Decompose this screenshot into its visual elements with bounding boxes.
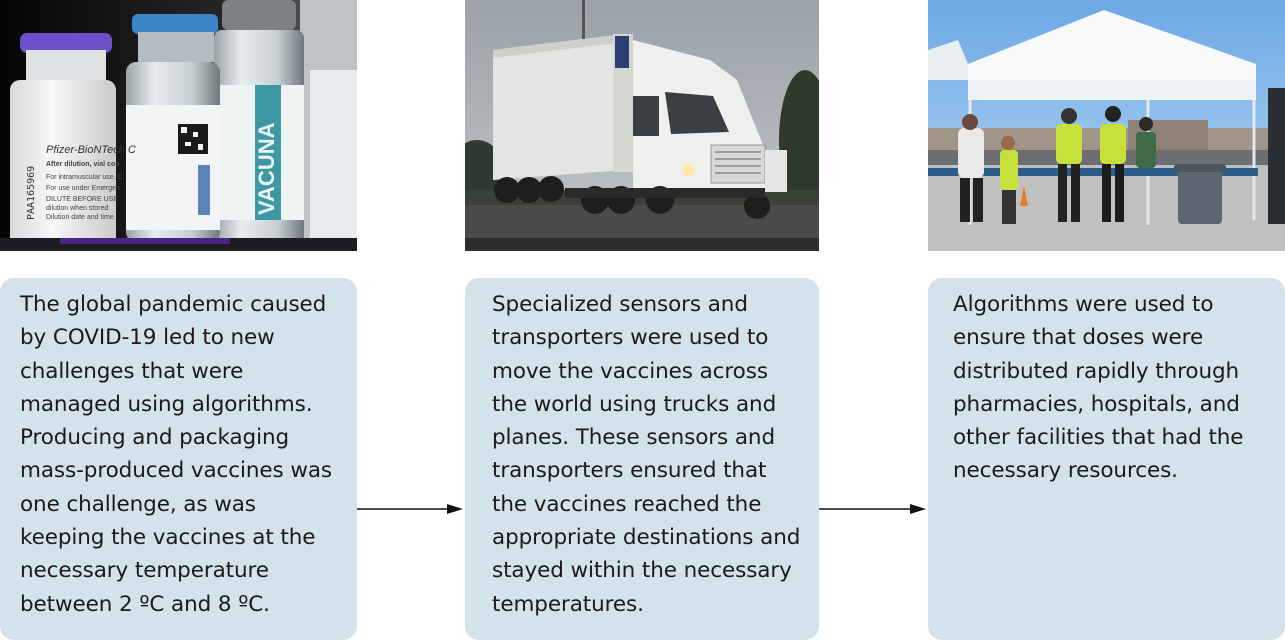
vial-text-line: DILUTE BEFORE USE xyxy=(46,196,118,203)
vial-text-line: For use under Emergen xyxy=(46,185,120,192)
arrow-right-icon xyxy=(357,504,463,514)
step-description: Algorithms were used to ensure that dose… xyxy=(953,292,1244,484)
vaccine-vials-photo: VACUNA Pfizer-BioNTech C After dilution,… xyxy=(0,0,357,251)
arrow-right-icon xyxy=(819,504,926,514)
step-card-transport: Specialized sensors and transporters wer… xyxy=(465,278,819,640)
vial-text-line: dilution when stored xyxy=(46,205,108,212)
vial-lot-label: PAA165969 xyxy=(26,166,37,220)
step-card-distribution: Algorithms were used to ensure that dose… xyxy=(928,278,1285,640)
vial-side-label: VACUNA xyxy=(254,122,279,215)
vial-text-line: For intramuscular use. C xyxy=(46,174,123,181)
step-description: The global pandemic caused by COVID-19 l… xyxy=(20,292,333,617)
vial-text-line: After dilution, vial con xyxy=(46,161,120,168)
refrigerated-truck-photo xyxy=(465,0,819,251)
vial-text-line: Dilution date and time xyxy=(46,214,114,221)
step-description: Specialized sensors and transporters wer… xyxy=(492,292,801,617)
vial-brand-label: Pfizer-BioNTech C xyxy=(46,144,136,156)
step-card-production: The global pandemic caused by COVID-19 l… xyxy=(0,278,357,640)
vaccination-site-tent-photo xyxy=(928,0,1285,251)
